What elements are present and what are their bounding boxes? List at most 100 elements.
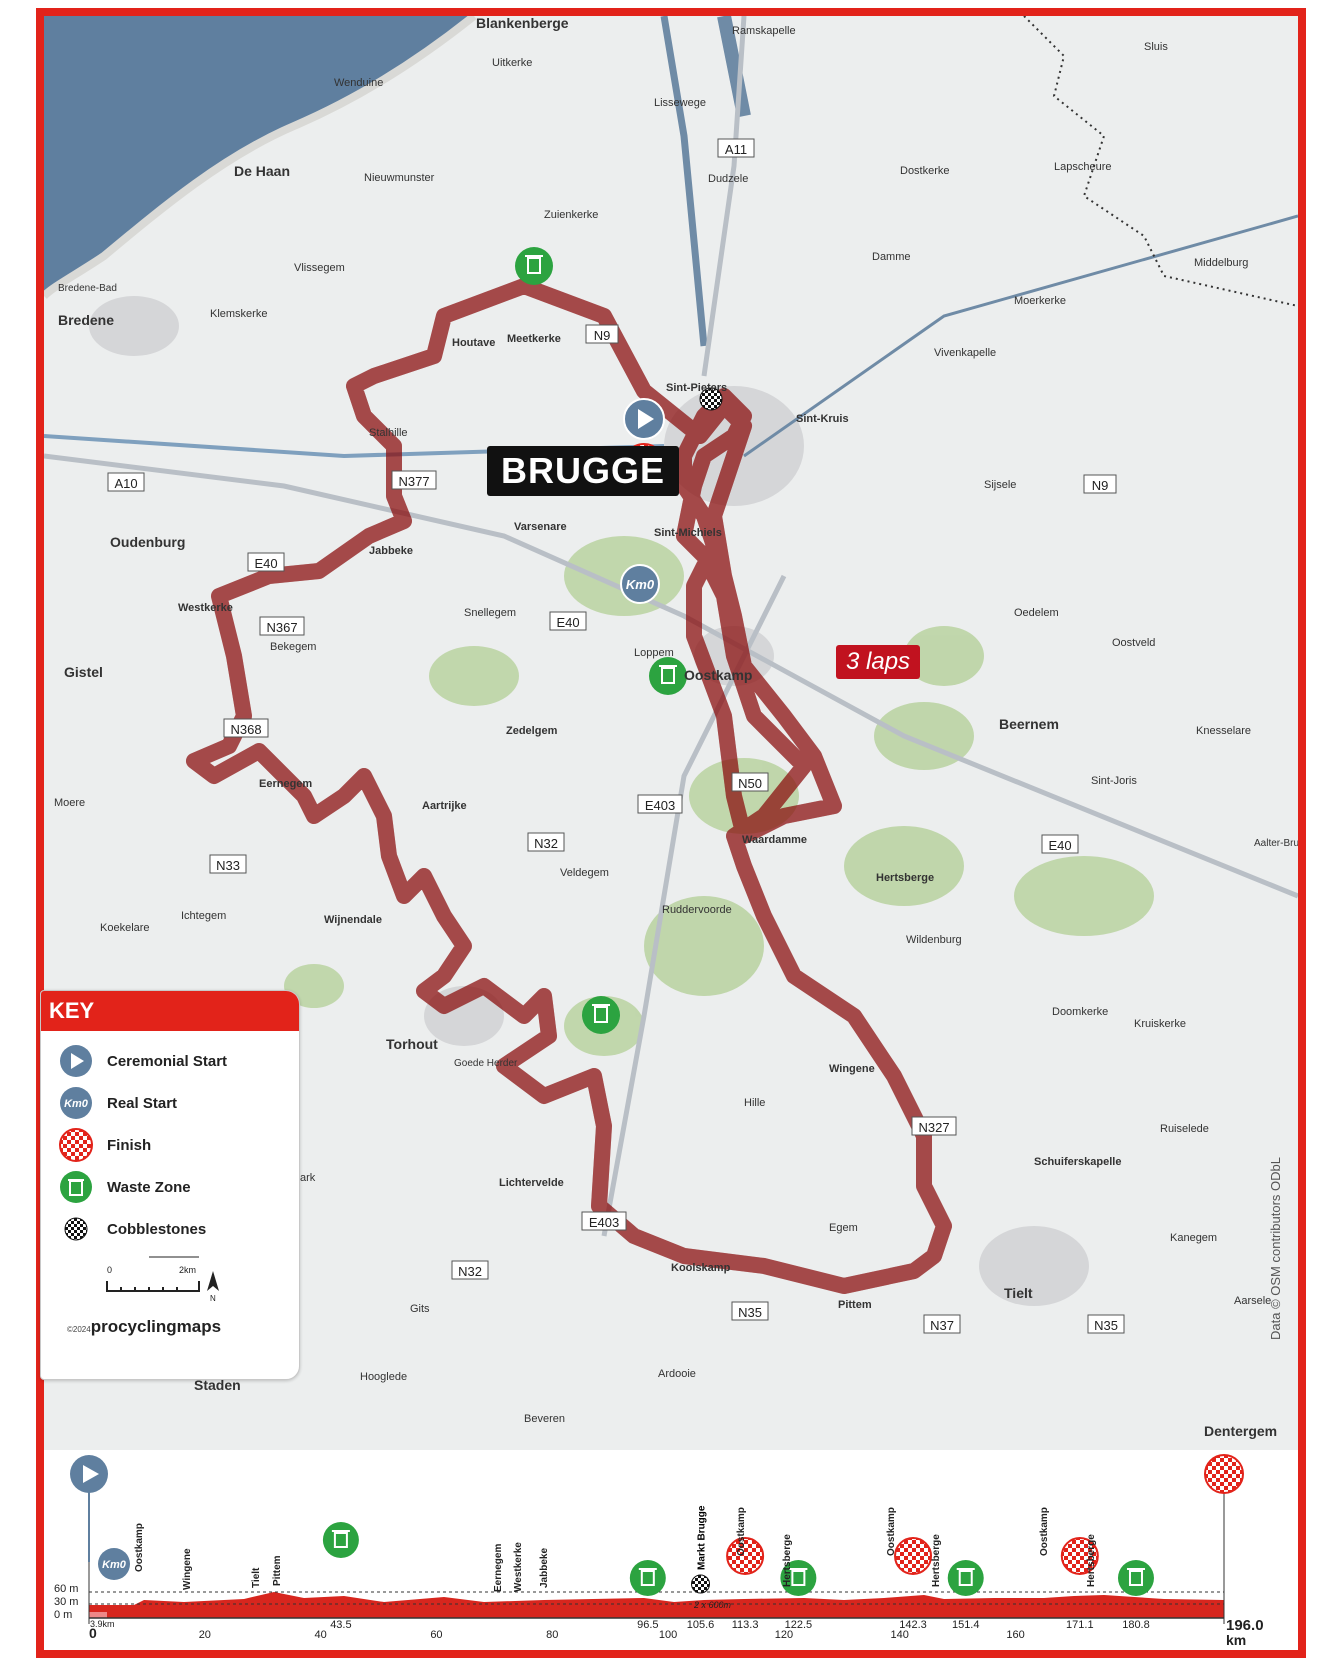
key-label: Real Start <box>107 1094 178 1112</box>
scale-end: 2km <box>179 1265 196 1275</box>
ceremonial-start-icon <box>60 1045 92 1077</box>
place-moerkerke: Moerkerke <box>1014 295 1066 307</box>
profile-place: Oostkamp <box>886 1507 897 1556</box>
key-label: Finish <box>107 1136 152 1154</box>
road-shield-e40: E40 <box>1041 834 1079 854</box>
marker-km-label: 142.3 <box>899 1619 927 1631</box>
place-moere: Moere <box>54 797 85 809</box>
svg-text:N327: N327 <box>918 1120 949 1135</box>
profile-km0-icon: Km0 <box>98 1548 130 1580</box>
waste-zone-marker[interactable] <box>582 996 620 1034</box>
key-item-waste-zone: Waste Zone <box>59 1169 191 1205</box>
waste-zone-marker[interactable] <box>515 247 553 285</box>
km-tick: 20 <box>199 1629 211 1641</box>
place-vivenkapelle: Vivenkapelle <box>934 347 996 359</box>
place-veldegem: Veldegem <box>560 867 609 879</box>
laps-label: 3 laps <box>836 645 921 679</box>
place-doomkerke: Doomkerke <box>1052 1006 1108 1018</box>
key-item-finish: Finish <box>59 1127 151 1163</box>
svg-text:N35: N35 <box>1094 1318 1118 1333</box>
place-sintpieters: Sint-Pieters <box>666 382 727 394</box>
place-wijnendale: Wijnendale <box>324 914 382 926</box>
road-shield-e403: E403 <box>581 1211 627 1231</box>
km-tick: 80 <box>546 1629 558 1641</box>
place-lapscheure: Lapscheure <box>1054 161 1112 173</box>
place-bredene: Bredene <box>58 312 114 328</box>
cobblestones-marker[interactable] <box>699 387 723 411</box>
marker-km-label: 122.5 <box>785 1619 813 1631</box>
km0-icon: Km0 <box>60 1087 92 1119</box>
place-oudenburg: Oudenburg <box>110 534 185 550</box>
elev-tick: 0 m <box>54 1609 72 1621</box>
place-waardamme: Waardamme <box>742 834 807 846</box>
road-shield-a10: A10 <box>107 472 145 492</box>
place-dehaan: De Haan <box>234 163 290 179</box>
place-oostkamp: Oostkamp <box>684 667 752 683</box>
svg-text:N9: N9 <box>1092 478 1109 493</box>
place-sluis: Sluis <box>1144 41 1168 53</box>
marker-km-label: 43.5 <box>330 1619 351 1631</box>
place-hille: Hille <box>744 1097 765 1109</box>
place-dostkerke: Dostkerke <box>900 165 950 177</box>
marker-km-label: 151.4 <box>952 1619 980 1631</box>
place-wingene: Wingene <box>829 1063 875 1075</box>
road-shield-n50: N50 <box>731 772 769 792</box>
place-sintmichiels: Sint-Michiels <box>654 527 722 539</box>
waste-zone-icon[interactable] <box>322 1522 359 1558</box>
road-shield-n35: N35 <box>1087 1314 1125 1334</box>
place-nieuwmunster: Nieuwmunster <box>364 172 435 184</box>
profile-place: Oostkamp <box>1039 1507 1050 1556</box>
place-kruiskerke: Kruiskerke <box>1134 1018 1186 1030</box>
waste-zone-icon[interactable] <box>780 1560 817 1596</box>
road-shield-n37: N37 <box>923 1314 961 1334</box>
place-ardooie: Ardooie <box>658 1368 696 1380</box>
road-shield-n377: N377 <box>391 470 437 490</box>
svg-text:Km0: Km0 <box>102 1559 127 1571</box>
waste-zone-icon[interactable] <box>947 1560 984 1596</box>
place-vlissegem: Vlissegem <box>294 262 345 274</box>
place-klemskerke: Klemskerke <box>210 308 267 320</box>
place-dentergem: Dentergem <box>1204 1423 1277 1439</box>
finish-line-icon[interactable] <box>726 1537 765 1575</box>
km-tick: 60 <box>430 1629 442 1641</box>
waste-zone-marker[interactable] <box>649 657 687 695</box>
ceremonial-start-marker[interactable] <box>623 398 665 440</box>
svg-text:E403: E403 <box>645 798 675 813</box>
distance-unit: km <box>1226 1632 1246 1648</box>
profile-place: Oostkamp <box>736 1507 747 1556</box>
km0-marker[interactable]: Km0 <box>620 564 660 604</box>
race-route <box>186 278 952 1294</box>
place-varsenare: Varsenare <box>514 521 567 533</box>
border <box>1023 16 1298 307</box>
place-aarsele: Aarsele <box>1234 1295 1271 1307</box>
place-beernem: Beernem <box>999 716 1059 732</box>
key-item-ceremonial-start: Ceremonial Start <box>59 1043 227 1079</box>
place-beveren: Beveren <box>524 1413 565 1425</box>
marker-km-label: 105.6 <box>687 1619 715 1631</box>
map-credit: Data © OSM contributors ODbL <box>1268 1157 1283 1340</box>
place-middelburg: Middelburg <box>1194 257 1248 269</box>
svg-text:N367: N367 <box>266 620 297 635</box>
profile-place: Oostkamp <box>134 1523 145 1572</box>
waste-bin-icon <box>60 1171 92 1203</box>
place-snellegem: Snellegem <box>464 607 516 619</box>
place-schuiferskapelle: Schuiferskapelle <box>1034 1156 1121 1168</box>
finish-line-icon[interactable] <box>894 1537 933 1575</box>
finish-line-icon[interactable] <box>1060 1537 1099 1575</box>
cobble-sector-label: Markt Brugge <box>697 1505 708 1570</box>
place-oedelem: Oedelem <box>1014 607 1059 619</box>
place-lissewege: Lissewege <box>654 97 706 109</box>
place-meetkerke: Meetkerke <box>507 333 561 345</box>
svg-text:A11: A11 <box>725 142 747 157</box>
key-item-real-start: Km0 Real Start <box>59 1085 177 1121</box>
waste-zone-icon[interactable] <box>629 1560 666 1596</box>
place-blankenberge: Blankenberge <box>476 16 569 31</box>
coastline <box>44 16 477 299</box>
profile-place: Tielt <box>251 1567 262 1588</box>
waste-zone-icon[interactable] <box>1117 1560 1154 1596</box>
svg-text:N50: N50 <box>738 776 762 791</box>
cobblestones-icon[interactable] <box>691 1574 711 1594</box>
place-ruddervoorde: Ruddervoorde <box>662 904 732 916</box>
place-koolskamp: Koolskamp <box>671 1262 731 1274</box>
